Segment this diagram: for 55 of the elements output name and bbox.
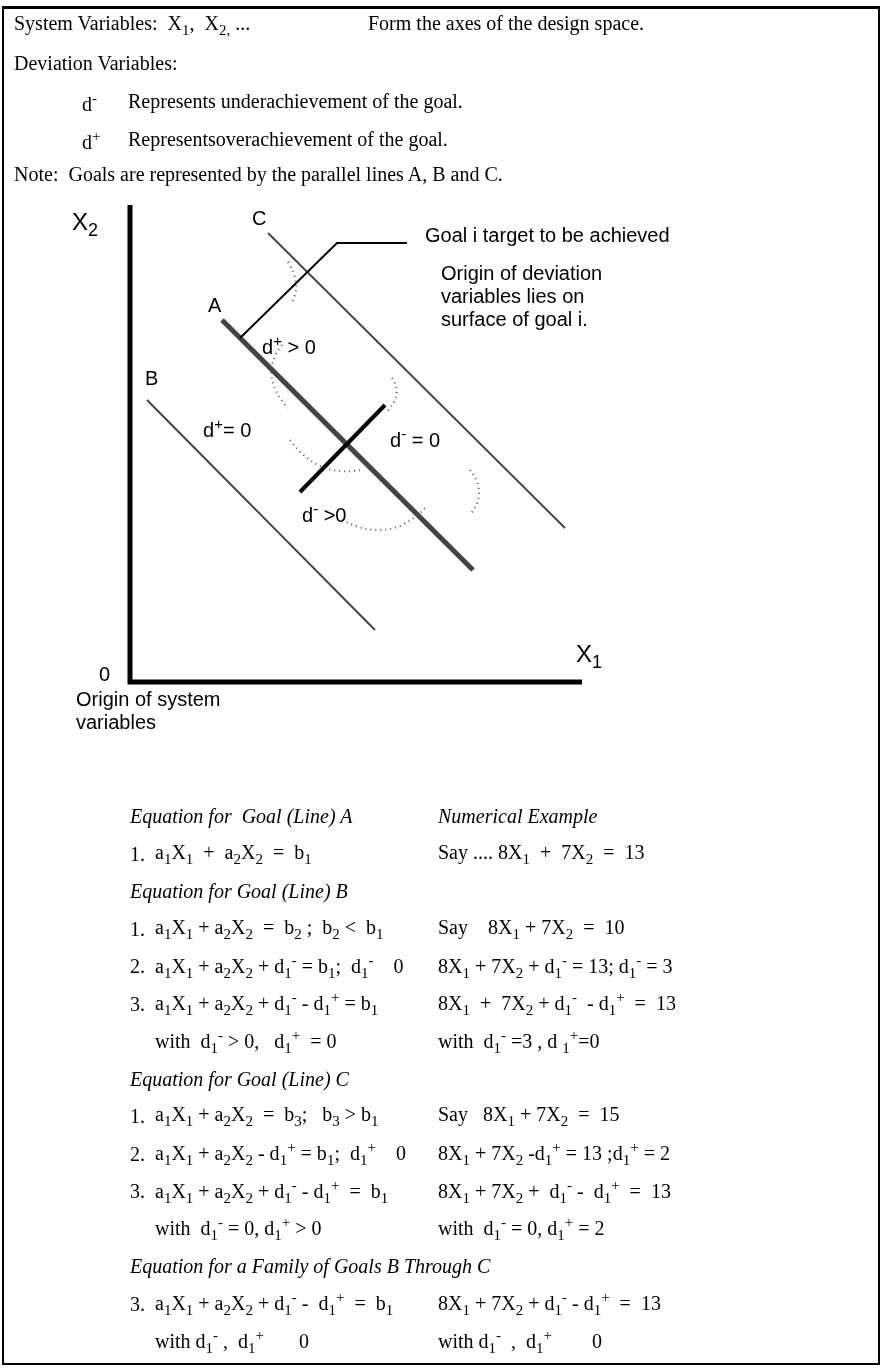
variable-definition: System Variables: X$_{1}$, X$_{2,}$ ... [14, 12, 251, 40]
equation: Say .... 8X$_{1}$ + 7X$_{2}$ = 13 [438, 840, 646, 868]
region-label: d$^{+}$ > 0 [262, 332, 316, 359]
equation: a$_{1}$X$_{1}$ + a$_{2}$X$_{2}$ + d$_{1}$$^{-}$ - d$_{1}$$^{+}$ = b$_{1}$ [155, 1176, 390, 1207]
annotation-text: Origin of deviation variables lies on surface of goal i. [441, 262, 604, 331]
equation-number: 2. [130, 1142, 146, 1166]
equation-condition: with d$_{1}$$^{-}$ > 0, d$_{1}$$^{+}$ = 0 [155, 1026, 338, 1057]
equation: a$_{1}$X$_{1}$ + a$_{2}$X$_{2}$ = b$_{2}$ ; b$_{2}$ < b$_{1}$ [155, 915, 385, 943]
axis-label: X$_{2}$ [72, 208, 99, 241]
equation-condition: with d$_{1}$$^{-}$ = 0, d$_{1}$$^{+}$ > 0 [155, 1214, 323, 1245]
region-label: d$^{-}$ = 0 [390, 425, 441, 452]
equation: 8X$_{1}$ + 7X$_{2}$ + d$_{1}$$^{-}$ - d$_{1}$$^{+}$ = 13 [438, 1176, 672, 1207]
annotation-text: Origin of system variables [76, 688, 222, 734]
leader-line [239, 242, 408, 339]
equation: 8X$_{1}$ + 7X$_{2}$ + d$_{1}$$^{-}$ = 13; d$_{1}$$^{-}$ = 3 [438, 951, 674, 982]
origin-label: 0 [99, 663, 111, 686]
line-label: A [208, 294, 222, 317]
section-heading: Deviation Variables: [14, 52, 178, 75]
section-heading: Equation for a Family of Goals B Through C [130, 1255, 492, 1279]
definition-text: Representsoverachievement of the goal. [128, 128, 448, 151]
equation: Say 8X$_{1}$ + 7X$_{2}$ = 10 [438, 915, 626, 943]
line-label: C [252, 207, 267, 230]
equation: 8X$_{1}$ + 7X$_{2}$ + d$_{1}$$^{-}$ - d$_{1}$$^{+}$ = 13 [438, 1289, 662, 1320]
equation: Say 8X$_{1}$ + 7X$_{2}$ = 15 [438, 1103, 621, 1131]
equation-number: 3. [130, 1292, 146, 1316]
equation: a$_{1}$X$_{1}$ + a$_{2}$X$_{2}$ = b$_{1}$ [155, 840, 313, 868]
equation-number: 2. [130, 955, 146, 979]
equation-number: 1. [130, 917, 146, 941]
equation-number: 3. [130, 992, 146, 1016]
deviation-symbol: d$^{-}$ [82, 90, 97, 116]
deviation-symbol: d$^{+}$ [82, 128, 101, 154]
note-text: Note: Goals are represented by the parallel lines A, B and C. [14, 163, 503, 186]
line-label: B [145, 367, 159, 390]
definition-text: Form the axes of the design space. [368, 12, 645, 35]
equation: a$_{1}$X$_{1}$ + a$_{2}$X$_{2}$ + d$_{1}$$^{-}$ = b$_{1}$; d$_{1}$$^{-}$ 0 [155, 951, 405, 982]
axis-label: X$_{1}$ [576, 640, 603, 673]
equation: a$_{1}$X$_{1}$ + a$_{2}$X$_{2}$ + d$_{1}$$^{-}$ - d$_{1}$$^{+}$ = b$_{1}$ [155, 989, 380, 1020]
equation-number: 3. [130, 1180, 146, 1204]
annotation-text: Goal i target to be achieved [425, 224, 670, 247]
equation-number: 1. [130, 1105, 146, 1129]
section-heading: Equation for Goal (Line) C [130, 1067, 350, 1091]
definition-text: Represents underachievement of the goal. [128, 90, 463, 113]
equation: a$_{1}$X$_{1}$ + a$_{2}$X$_{2}$ + d$_{1}$$^{-}$ - d$_{1}$$^{+}$ = b$_{1}$ [155, 1289, 395, 1320]
equation: 8X$_{1}$ + 7X$_{2}$ -d$_{1}$$^{+}$ = 13 ;d$_{1}$$^{+}$ = 2 [438, 1139, 671, 1170]
section-heading: Equation for Goal (Line) B [130, 880, 349, 904]
region-label: d$^{-}$ >0 [302, 500, 347, 527]
equation-condition: with d$_{1}$$^{-}$ = 0, d$_{1}$$^{+}$ = 2 [438, 1214, 606, 1245]
equation-number: 1. [130, 842, 146, 866]
section-heading: Numerical Example [438, 805, 599, 829]
section-heading: Equation for Goal (Line) A [130, 805, 354, 829]
equation: a$_{1}$X$_{1}$ + a$_{2}$X$_{2}$ = b$_{3}$; b$_{3}$ > b$_{1}$ [155, 1103, 380, 1131]
equation-condition: with d$_{1}$$^{-}$ =3 , d $_{1}$$^{+}$=0 [438, 1026, 601, 1057]
equation: a$_{1}$X$_{1}$ + a$_{2}$X$_{2}$ - d$_{1}$$^{+}$ = b$_{1}$; d$_{1}$$^{+}$ 0 [155, 1139, 407, 1170]
equation: 8X$_{1}$ + 7X$_{2}$ + d$_{1}$$^{-}$ - d$_{1}$$^{+}$ = 13 [438, 989, 677, 1020]
region-label: d$^{+}$= 0 [203, 415, 252, 442]
